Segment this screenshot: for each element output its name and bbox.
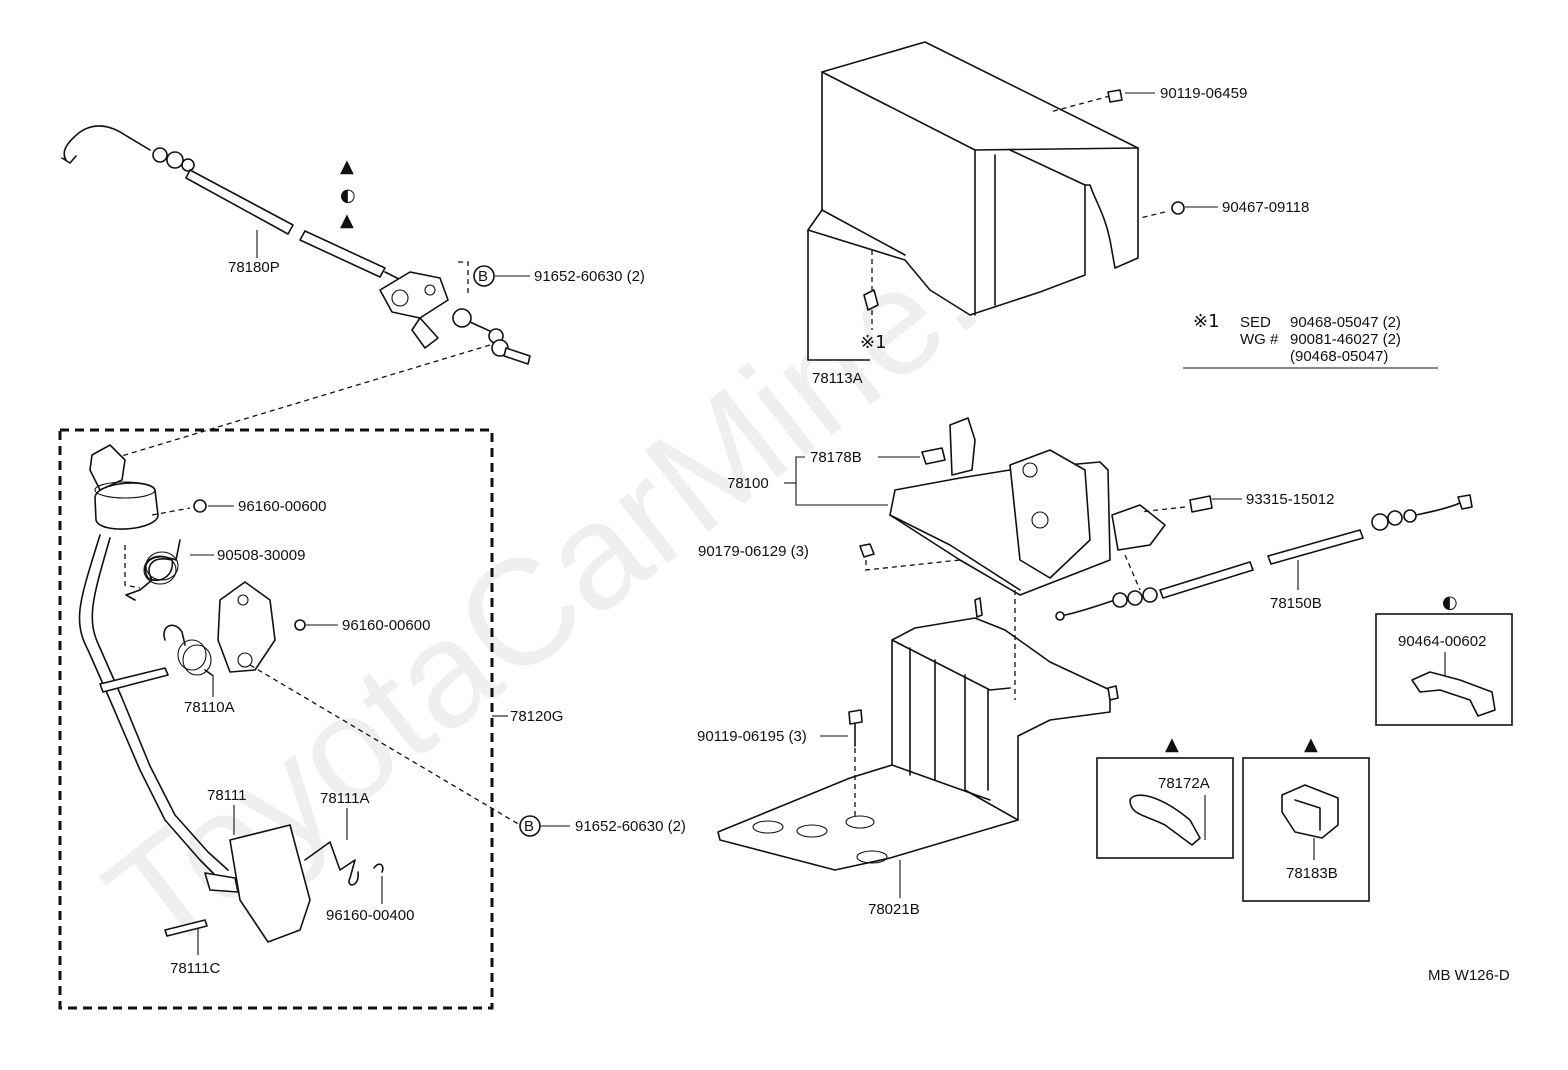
connector-spring-upper <box>124 545 141 589</box>
label-clip-b: 78183B <box>1286 865 1338 882</box>
note-line1-label: SED <box>1240 314 1271 331</box>
bracket-plate-drawing <box>217 581 276 673</box>
connector-cable-right <box>1124 554 1141 591</box>
footnote-marker-cover: ※1 <box>860 332 887 353</box>
label-pin: 78111C <box>170 960 220 977</box>
clip-b-box <box>1242 757 1370 902</box>
cover-bolt-drawing <box>1107 89 1123 103</box>
label-bracket-group: 78100 <box>727 475 769 492</box>
nut-upper-drawing <box>193 499 207 513</box>
label-pedal-assy: 78120G <box>510 708 563 725</box>
label-nut-upper: 96160-00600 <box>238 498 326 515</box>
symbol-clamp: ◐ <box>1442 592 1458 613</box>
pin-drawing <box>164 919 208 937</box>
spring-upper-drawing <box>125 539 181 601</box>
label-cover: 78113A <box>812 370 863 387</box>
clamp-drawing <box>1411 671 1496 717</box>
note-line2-label: WG # <box>1240 331 1279 348</box>
symbol-clip-a: ▲ <box>1165 734 1179 755</box>
label-nut-middle: 96160-00600 <box>342 617 430 634</box>
cover-fastener-drawing <box>863 289 879 311</box>
label-spring-upper: 90508-30009 <box>217 547 305 564</box>
connector-cover-clip <box>1139 211 1166 219</box>
connector-cover-bolt <box>1049 95 1111 113</box>
label-bolt-b-upper: 91652-60630 (2) <box>534 268 645 285</box>
bracket-screw-drawing <box>1189 495 1213 513</box>
label-cable-right: 78150B <box>1270 595 1322 612</box>
label-spring-pedal: 78111A <box>320 790 370 807</box>
symbol-triangle-1: ▲ <box>340 156 354 177</box>
connector-bolt-b-lower <box>249 664 521 826</box>
symbol-triangle-2: ▲ <box>340 210 354 231</box>
label-cable-upper: 78180P <box>228 259 280 276</box>
cable-right-drawing <box>1055 494 1473 621</box>
label-spring-lower: 78110A <box>184 699 235 716</box>
label-bracket-pad: 78178B <box>810 449 862 466</box>
label-bracket-screw: 93315-15012 <box>1246 491 1334 508</box>
nut-middle-drawing <box>294 619 306 631</box>
pedal-lever-drawing <box>78 444 239 893</box>
clip-a-box <box>1096 757 1234 859</box>
cover-clip-drawing <box>1171 201 1185 215</box>
pedal-drawing <box>229 824 311 943</box>
pedal-assy-box <box>58 428 494 1010</box>
connector-cable-pedal <box>114 344 491 459</box>
symbol-half-circle-1: ◐ <box>340 185 356 206</box>
label-cover-bolt: 90119-06459 <box>1160 85 1247 102</box>
connector-bracket-nut <box>865 559 961 571</box>
connector-bracket-screw <box>1139 506 1186 513</box>
clip-a-drawing <box>1129 794 1201 846</box>
cover-drawing <box>807 41 1139 361</box>
clamp-box <box>1375 613 1513 726</box>
cable-upper-drawing <box>61 125 531 365</box>
base-drawing <box>717 597 1119 871</box>
label-bolt-b-lower: 91652-60630 (2) <box>575 818 686 835</box>
label-pedal: 78111 <box>207 787 247 804</box>
note-line2-value: 90081-46027 (2) <box>1290 331 1401 348</box>
footnote-marker-note: ※1 <box>1193 311 1220 332</box>
bolt-b-upper-marker: B <box>478 268 488 285</box>
clip-pedal-drawing <box>373 863 384 873</box>
spring-pedal-drawing <box>304 841 359 886</box>
connector-nut-upper <box>151 507 191 516</box>
bolt-b-lower-marker-circle <box>519 815 541 837</box>
diagram-code: MB W126-D <box>1428 967 1510 984</box>
spring-lower-drawing <box>99 624 213 693</box>
base-bolt-drawing <box>848 709 863 725</box>
label-clamp: 90464-00602 <box>1398 633 1486 650</box>
symbol-clip-b: ▲ <box>1304 734 1318 755</box>
label-clip-pedal: 96160-00400 <box>326 907 414 924</box>
bracket-drawing <box>889 417 1166 596</box>
note-line1-value: 90468-05047 (2) <box>1290 314 1401 331</box>
label-base: 78021B <box>868 901 920 918</box>
label-bracket-nut: 90179-06129 (3) <box>698 543 809 560</box>
note-line3-value: (90468-05047) <box>1290 348 1388 365</box>
bracket-nut-drawing <box>859 543 875 558</box>
bolt-b-upper-marker-circle <box>473 265 495 287</box>
label-base-bolt: 90119-06195 (3) <box>697 728 807 745</box>
bolt-b-lower-marker: B <box>524 818 534 835</box>
label-cover-clip: 90467-09118 <box>1222 199 1309 216</box>
bracket-group-brace <box>795 456 888 506</box>
clip-b-drawing <box>1281 784 1339 839</box>
label-clip-a: 78172A <box>1158 775 1210 792</box>
